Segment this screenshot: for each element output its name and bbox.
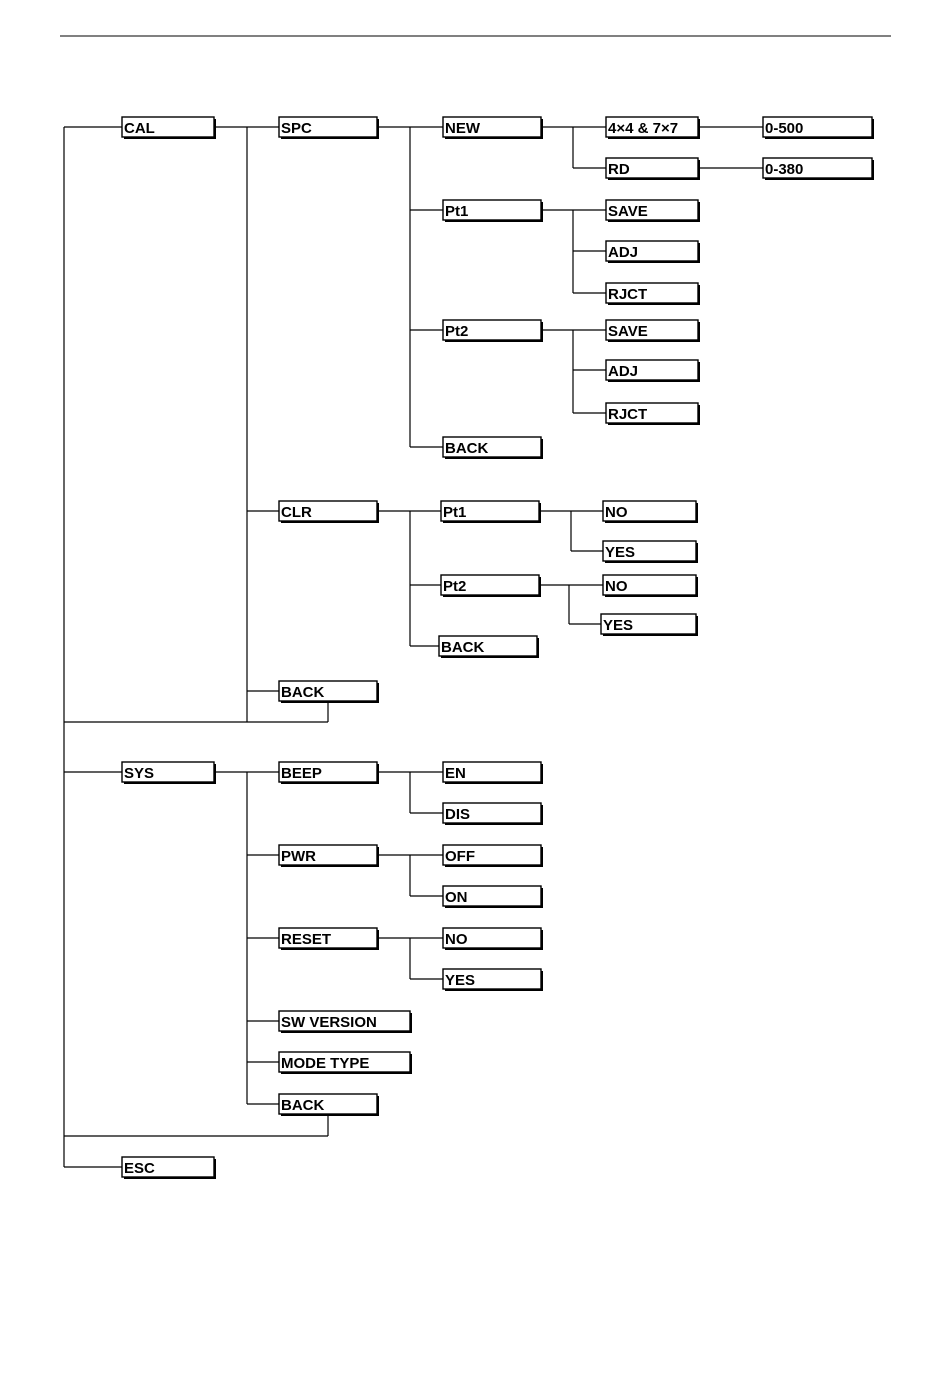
pt1-adj-box: ADJ bbox=[606, 241, 700, 263]
box-label: YES bbox=[605, 544, 635, 561]
box-label: SW VERSION bbox=[281, 1014, 377, 1031]
box-label: Pt2 bbox=[443, 578, 466, 595]
box-label: NO bbox=[605, 504, 628, 521]
box-label: YES bbox=[445, 972, 475, 989]
box-label: 0-500 bbox=[765, 120, 803, 137]
box-label: SYS bbox=[124, 765, 154, 782]
pt2-adj-box: ADJ bbox=[606, 360, 700, 382]
box-label: CAL bbox=[124, 120, 155, 137]
box-label: 4×4 & 7×7 bbox=[608, 120, 678, 137]
box-label: RJCT bbox=[608, 286, 647, 303]
pt1-save-box: SAVE bbox=[606, 200, 700, 222]
box-label: NO bbox=[445, 931, 468, 948]
box-label: BACK bbox=[445, 440, 488, 457]
box-label: Pt2 bbox=[445, 323, 468, 340]
beep-en-box: EN bbox=[443, 762, 543, 784]
clr-pt1-yes-box: YES bbox=[603, 541, 698, 563]
pt2-rjct-box: RJCT bbox=[606, 403, 700, 425]
box-label: YES bbox=[603, 617, 633, 634]
clr-back-box: BACK bbox=[439, 636, 539, 658]
grid-box: 4×4 & 7×7 bbox=[606, 117, 700, 139]
spc-new-box: NEW bbox=[443, 117, 543, 139]
clr-pt2-no-box: NO bbox=[603, 575, 698, 597]
spc-pt1-box: Pt1 bbox=[443, 200, 543, 222]
reset-box: RESET bbox=[279, 928, 379, 950]
box-label: RD bbox=[608, 161, 630, 178]
spc-pt2-box: Pt2 bbox=[443, 320, 543, 342]
box-label: NO bbox=[605, 578, 628, 595]
pwr-on-box: ON bbox=[443, 886, 543, 908]
box-label: OFF bbox=[445, 848, 475, 865]
sys-box: SYS bbox=[122, 762, 216, 784]
box-label: BEEP bbox=[281, 765, 322, 782]
box-label: ESC bbox=[124, 1160, 155, 1177]
box-label: CLR bbox=[281, 504, 312, 521]
box-label: MODE TYPE bbox=[281, 1055, 369, 1072]
sys-back-box: BACK bbox=[279, 1094, 379, 1116]
box-label: ON bbox=[445, 889, 468, 906]
box-label: BACK bbox=[441, 639, 484, 656]
cal-box: CAL bbox=[122, 117, 216, 139]
clr-pt1-no-box: NO bbox=[603, 501, 698, 523]
box-label: 0-380 bbox=[765, 161, 803, 178]
box-label: RJCT bbox=[608, 406, 647, 423]
box-label: PWR bbox=[281, 848, 316, 865]
box-label: SAVE bbox=[608, 323, 648, 340]
spc-box: SPC bbox=[279, 117, 379, 139]
reset-yes-box: YES bbox=[443, 969, 543, 991]
clr-pt2-box: Pt2 bbox=[441, 575, 541, 597]
pwr-off-box: OFF bbox=[443, 845, 543, 867]
box-label: BACK bbox=[281, 1097, 324, 1114]
reset-no-box: NO bbox=[443, 928, 543, 950]
pt2-save-box: SAVE bbox=[606, 320, 700, 342]
box-label: ADJ bbox=[608, 244, 638, 261]
box-label: ADJ bbox=[608, 363, 638, 380]
pt1-rjct-box: RJCT bbox=[606, 283, 700, 305]
box-label: SPC bbox=[281, 120, 312, 137]
pwr-box: PWR bbox=[279, 845, 379, 867]
box-label: NEW bbox=[445, 120, 481, 137]
beep-dis-box: DIS bbox=[443, 803, 543, 825]
sw-version-box: SW VERSION bbox=[279, 1011, 412, 1033]
box-label: RESET bbox=[281, 931, 331, 948]
box-label: DIS bbox=[445, 806, 470, 823]
box-label: EN bbox=[445, 765, 466, 782]
box-label: SAVE bbox=[608, 203, 648, 220]
mode-type-box: MODE TYPE bbox=[279, 1052, 412, 1074]
cal-back-box: BACK bbox=[279, 681, 379, 703]
clr-box: CLR bbox=[279, 501, 379, 523]
clr-pt1-box: Pt1 bbox=[441, 501, 541, 523]
spc-back-box: BACK bbox=[443, 437, 543, 459]
box-label: Pt1 bbox=[445, 203, 468, 220]
beep-box: BEEP bbox=[279, 762, 379, 784]
grid-range-box: 0-500 bbox=[763, 117, 874, 139]
rd-box: RD bbox=[606, 158, 700, 180]
rd-range-box: 0-380 bbox=[763, 158, 874, 180]
clr-pt2-yes-box: YES bbox=[601, 614, 698, 636]
esc-box: ESC bbox=[122, 1157, 216, 1179]
box-label: Pt1 bbox=[443, 504, 466, 521]
box-label: BACK bbox=[281, 684, 324, 701]
